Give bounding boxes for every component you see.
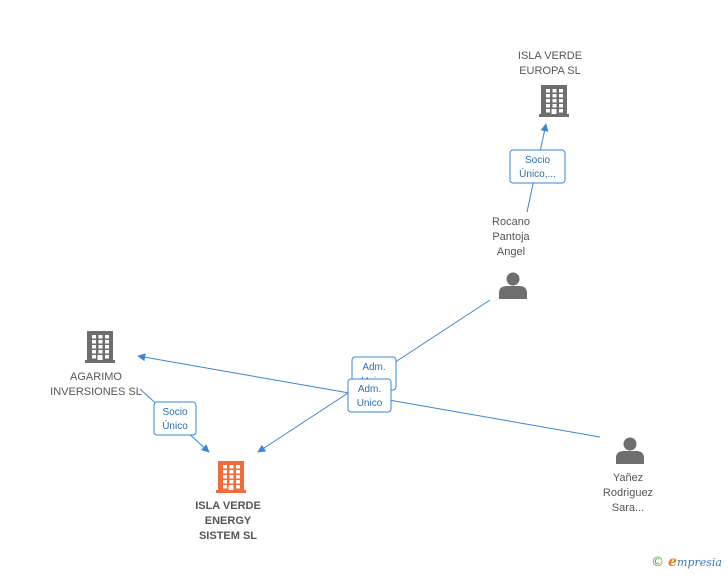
edge-label-box bbox=[509, 149, 566, 184]
brand-initial: e bbox=[668, 554, 678, 570]
edge-label-yanez-to-agarimo[interactable]: Adm. Unico bbox=[347, 378, 392, 413]
edge-label-text: Adm. bbox=[358, 384, 381, 395]
edge-label-rocano-to-europa[interactable]: SocioÚnico,... bbox=[509, 149, 566, 184]
node-label: Angel bbox=[497, 246, 525, 258]
person-icon bbox=[499, 272, 527, 299]
building-icon bbox=[539, 85, 569, 117]
node-label: EUROPA SL bbox=[519, 65, 581, 77]
node-label: ENERGY bbox=[205, 515, 252, 527]
node-label: Yañez bbox=[613, 472, 643, 484]
brand-name: mpresia bbox=[677, 556, 722, 569]
node-yanez[interactable]: YañezRodriguezSara... bbox=[603, 437, 653, 515]
node-label: Rocano bbox=[492, 216, 530, 228]
node-label: AGARIMO bbox=[70, 371, 122, 383]
node-label: SISTEM SL bbox=[199, 530, 257, 542]
node-agarimo[interactable]: AGARIMO INVERSIONES SL bbox=[50, 331, 142, 398]
edge-label-text: Único bbox=[162, 419, 188, 432]
node-label: Sara... bbox=[612, 502, 644, 514]
edge-label-text: Unico bbox=[357, 398, 383, 409]
person-icon bbox=[616, 437, 644, 464]
copyright-icon: © bbox=[651, 554, 665, 570]
node-isla-verde-energy[interactable]: ISLA VERDE ENERGY SISTEM SL bbox=[195, 461, 261, 542]
edge-label-text: Adm. bbox=[362, 362, 385, 373]
edge-label-text: Socio bbox=[162, 407, 187, 418]
node-label: Pantoja bbox=[492, 231, 530, 243]
building-icon bbox=[216, 461, 246, 493]
node-label: ISLA VERDE bbox=[195, 500, 261, 512]
edge-label-text: Socio bbox=[525, 155, 550, 166]
node-label: ISLA VERDE bbox=[518, 50, 582, 62]
edge-label-box bbox=[347, 378, 392, 413]
building-icon bbox=[85, 331, 115, 363]
edge-label-box bbox=[153, 401, 197, 436]
edge-label-text: Único,... bbox=[519, 167, 556, 180]
footer-brand[interactable]: © empresia bbox=[651, 553, 722, 571]
node-label: INVERSIONES SL bbox=[50, 386, 142, 398]
node-label: Rodriguez bbox=[603, 487, 653, 499]
brand-logo: empresia bbox=[668, 554, 722, 570]
node-isla-verde-europa[interactable]: ISLA VERDE EUROPA SL bbox=[518, 50, 582, 117]
